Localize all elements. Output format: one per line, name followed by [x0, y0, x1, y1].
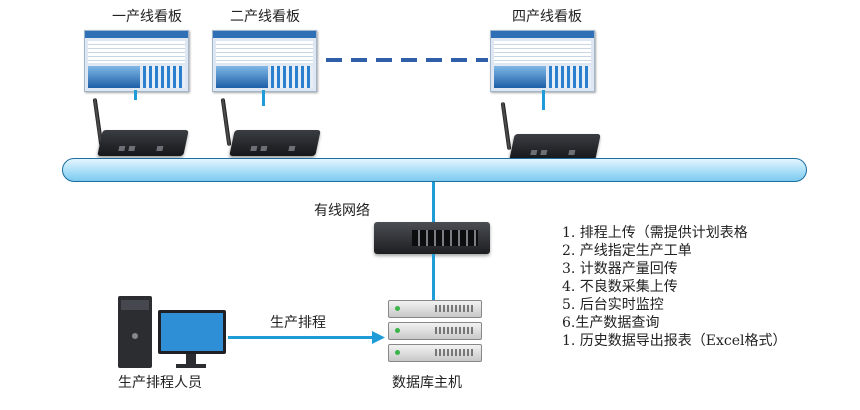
board-1-label: 一产线看板	[112, 9, 182, 25]
feature-item: 3. 计数器产量回传	[562, 261, 678, 277]
feature-item: 4. 不良数采集上传	[562, 279, 678, 295]
server-unit-icon	[388, 344, 482, 362]
server-unit-icon	[388, 300, 482, 318]
kanban-board-1	[84, 30, 189, 92]
feature-item: 1. 历史数据导出报表（Excel格式）	[562, 333, 787, 349]
kanban-board-2	[212, 30, 317, 92]
switch-server-connector	[432, 254, 435, 300]
board-4-label: 四产线看板	[512, 9, 582, 25]
operator-label: 生产排程人员	[118, 375, 202, 391]
router-4-icon	[509, 134, 601, 160]
arrow-head-icon	[372, 331, 385, 344]
feature-list: 1. 排程上传（需提供计划表格 2. 产线指定生产工单 3. 计数器产量回传 4…	[562, 224, 787, 350]
board-4-connector	[542, 90, 545, 110]
feature-item: 1. 排程上传（需提供计划表格	[562, 225, 748, 241]
network-bus	[62, 158, 807, 182]
feature-item: 6.生产数据查询	[562, 315, 660, 331]
router-1-icon	[97, 130, 189, 156]
schedule-arrow-line	[228, 336, 376, 339]
kanban-board-4	[490, 30, 595, 92]
feature-item: 5. 后台实时监控	[562, 297, 664, 313]
antenna-icon	[500, 101, 512, 151]
computer-icon	[118, 296, 226, 368]
network-label: 有线网络	[314, 203, 370, 219]
bus-switch-connector	[432, 182, 435, 222]
server-unit-icon	[388, 322, 482, 340]
board-2-connector	[262, 90, 265, 106]
antenna-icon	[220, 97, 232, 147]
dashed-connector	[326, 58, 488, 62]
network-switch-icon	[374, 222, 490, 254]
board-1-connector	[134, 90, 137, 100]
router-2-icon	[229, 130, 321, 156]
board-2-label: 二产线看板	[230, 9, 300, 25]
schedule-label: 生产排程	[270, 315, 326, 331]
feature-item: 2. 产线指定生产工单	[562, 243, 692, 259]
db-label: 数据库主机	[392, 375, 462, 391]
